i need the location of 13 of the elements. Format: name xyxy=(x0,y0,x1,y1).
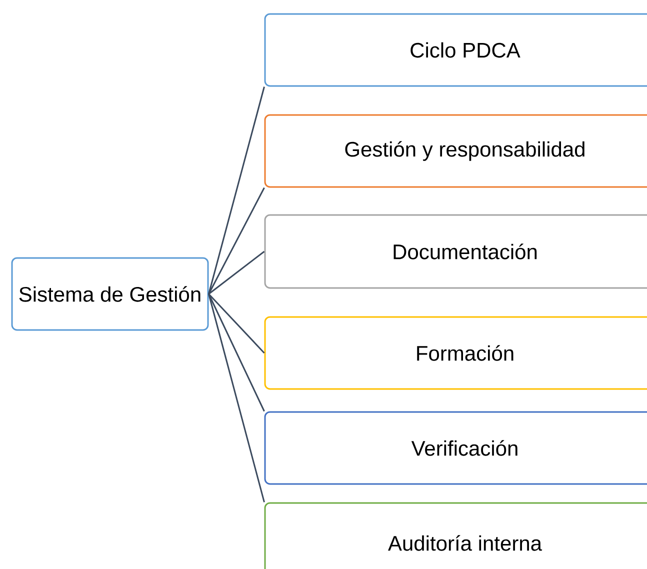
item-box: Verificación xyxy=(264,411,647,485)
connector-line xyxy=(208,250,265,295)
connector-line xyxy=(208,294,265,502)
item-box: Ciclo PDCA xyxy=(264,13,647,87)
item-box: Formación xyxy=(264,316,647,390)
connector-line xyxy=(208,187,265,294)
connector-line xyxy=(208,294,265,412)
item-box: Gestión y responsabilidad xyxy=(264,114,647,188)
connector-line xyxy=(208,86,265,294)
connector-line xyxy=(208,293,265,354)
item-box: Auditoría interna xyxy=(264,502,647,569)
topic-box: Sistema de Gestión xyxy=(11,257,209,331)
item-box: Documentación xyxy=(264,214,647,289)
